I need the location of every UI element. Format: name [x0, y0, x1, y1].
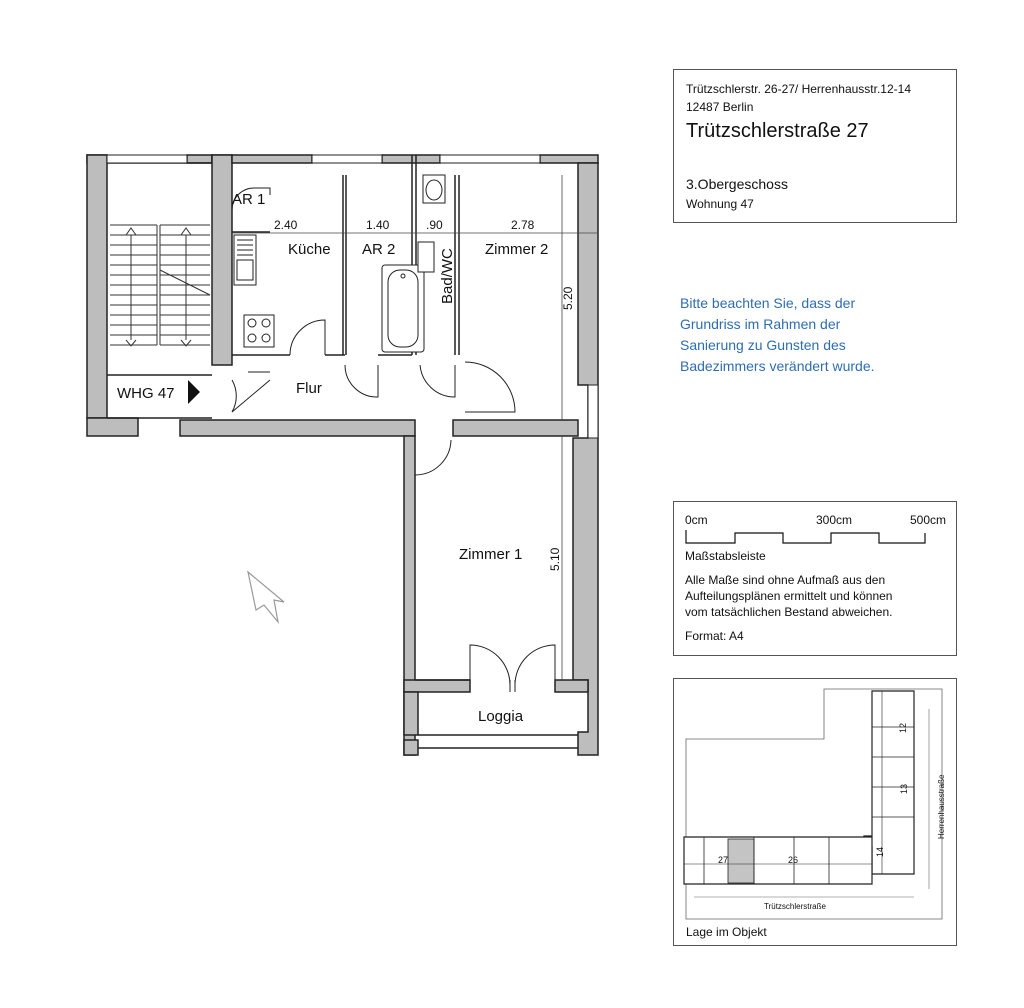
site-caption: Lage im Objekt	[686, 925, 767, 939]
scale-bar	[685, 530, 926, 544]
site-plan-box: 12 13 14 26 27 Trützschlerstraße Herrenh…	[673, 678, 957, 946]
site-plan: 12 13 14 26 27 Trützschlerstraße Herrenh…	[683, 688, 946, 920]
room-label-bad: Bad/WC	[439, 248, 456, 304]
scale-label-500: 500cm	[910, 513, 947, 527]
site-number-14: 14	[875, 847, 885, 857]
ar1-door	[231, 187, 271, 211]
room-label-flur: Flur	[296, 380, 322, 397]
room-label-ar2: AR 2	[362, 241, 395, 258]
room-label-loggia: Loggia	[478, 708, 524, 725]
entrance-arrow-icon	[188, 380, 200, 404]
format-label: Format: A4	[685, 629, 744, 643]
notice-line: Sanierung zu Gunsten des	[680, 337, 846, 353]
notice-line: Bitte beachten Sie, dass der	[680, 295, 856, 311]
disclaimer-line: Aufteilungsplänen ermittelt und können	[685, 589, 893, 603]
apartment-label: Wohnung 47	[686, 197, 754, 211]
walls	[86, 154, 599, 756]
address-line-2: 12487 Berlin	[686, 100, 754, 114]
site-number-26: 26	[788, 855, 798, 865]
building-title: Trützschlerstraße 27	[686, 120, 869, 142]
scale-title: Maßstabsleiste	[685, 549, 766, 563]
dim-ar2: 1.40	[366, 218, 390, 232]
disclaimer-line: Alle Maße sind ohne Aufmaß aus den	[685, 573, 886, 587]
room-label-zimmer2: Zimmer 2	[485, 241, 548, 258]
address-line-1: Trützschlerstr. 26-27/ Herrenhausstr.12-…	[686, 82, 911, 96]
doors	[231, 319, 556, 692]
notice-line: Grundriss im Rahmen der	[680, 316, 841, 332]
dim-kueche: 2.40	[274, 218, 298, 232]
renovation-notice: Bitte beachten Sie, dass der Grundriss i…	[680, 293, 875, 377]
kitchen-fixtures	[233, 234, 275, 348]
dim-zimmer2-depth: 5.20	[561, 286, 575, 310]
title-box: Trützschlerstr. 26-27/ Herrenhausstr.12-…	[673, 69, 957, 223]
floor-plan: AR 1 Küche AR 2 Zimmer 2 Flur Zimmer 1 L…	[86, 154, 599, 756]
staircase	[110, 224, 211, 347]
apartment-entrance-label: WHG 47	[117, 385, 175, 402]
room-label-zimmer1: Zimmer 1	[459, 546, 522, 563]
dim-zimmer2-width: 2.78	[511, 218, 535, 232]
street-label-right: Herrenhausstraße	[937, 774, 946, 839]
bath-fixtures	[381, 174, 446, 353]
room-label-ar1: AR 1	[232, 191, 265, 208]
disclaimer-line: vom tatsächlichen Bestand abweichen.	[685, 605, 893, 619]
north-arrow-icon	[247, 570, 285, 625]
scale-box: 0cm 300cm 500cm Maßstabsleiste Alle Maße…	[673, 501, 957, 656]
floor-label: 3.Obergeschoss	[686, 176, 788, 192]
dimension-lines	[232, 175, 598, 680]
windows	[106, 154, 599, 439]
scale-label-0: 0cm	[685, 513, 708, 527]
site-number-12: 12	[898, 723, 908, 733]
site-number-13: 13	[899, 784, 909, 794]
room-label-kueche: Küche	[288, 241, 331, 258]
dim-bad: .90	[426, 218, 443, 232]
scale-label-300: 300cm	[816, 513, 853, 527]
dim-zimmer1-depth: 5.10	[548, 547, 562, 571]
site-number-27: 27	[718, 855, 728, 865]
street-label-bottom: Trützschlerstraße	[764, 902, 826, 911]
notice-line: Badezimmers verändert wurde.	[680, 358, 875, 374]
interior-walls	[107, 155, 578, 749]
